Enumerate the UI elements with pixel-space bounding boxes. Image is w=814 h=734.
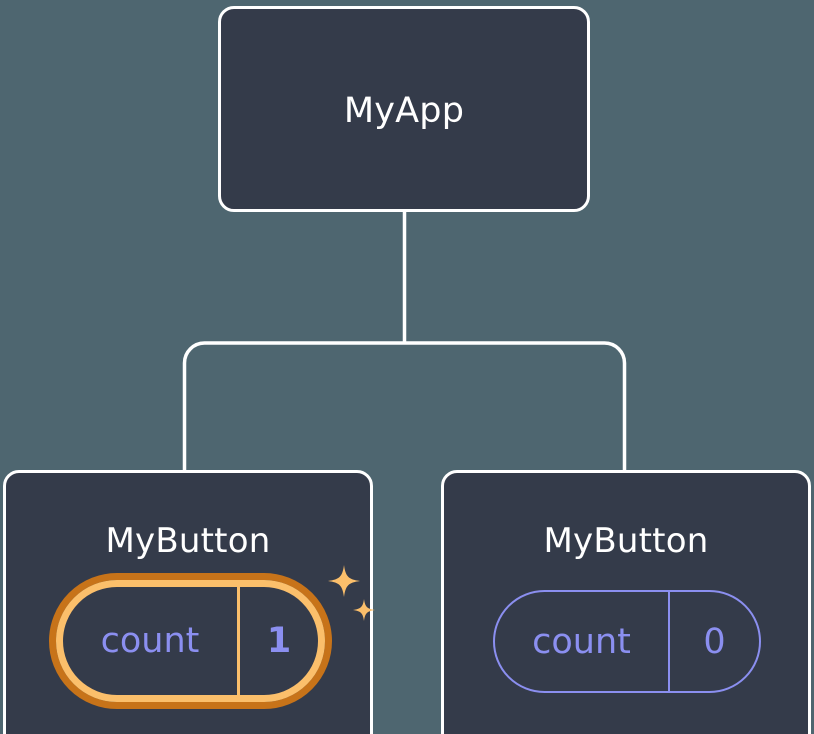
state-pill-inner-ring: count 1: [56, 580, 325, 702]
node-title-mybutton-left: MyButton: [105, 521, 271, 561]
state-value-label: 0: [703, 621, 726, 662]
state-pill-divider: [668, 592, 670, 691]
node-title-myapp: MyApp: [343, 91, 465, 131]
state-pill-outer-ring: [49, 573, 332, 709]
state-value-label: 1: [266, 621, 292, 661]
node-mybutton-left[interactable]: MyButton count 1: [3, 470, 375, 734]
state-key-label: count: [100, 621, 200, 661]
node-mybutton-right[interactable]: MyButton count 0: [441, 470, 811, 734]
state-key-label: count: [532, 621, 631, 662]
sparkle-icon-small: [353, 599, 375, 621]
state-pill-plain[interactable]: count 0: [493, 590, 761, 693]
sparkle-icon-large: [328, 565, 360, 597]
state-pill-highlighted[interactable]: count 1: [49, 573, 332, 709]
state-pill-divider: [237, 587, 240, 695]
node-myapp[interactable]: MyApp: [218, 6, 590, 212]
node-title-mybutton-right: MyButton: [543, 521, 709, 561]
